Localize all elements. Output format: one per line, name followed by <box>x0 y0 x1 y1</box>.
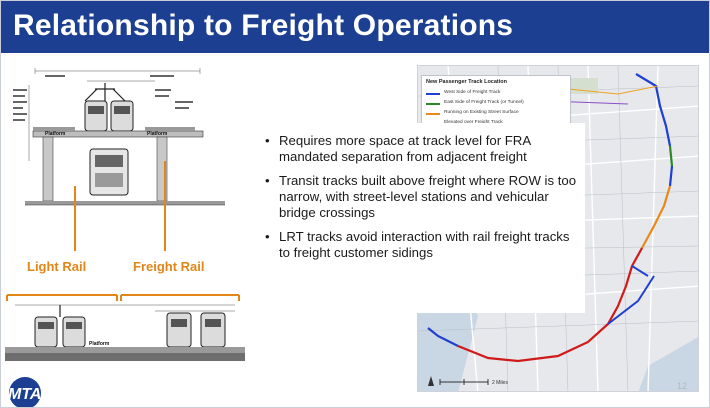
map-scale-label: 2 Miles <box>492 380 508 386</box>
platform-label-lower: Platform <box>89 341 110 347</box>
north-arrow-icon <box>428 376 434 386</box>
mta-logo-text: MTA <box>8 386 41 403</box>
mta-logo: MTA <box>8 377 41 407</box>
bullet-panel: Requires more space at track level for F… <box>255 123 585 313</box>
legend-item: West Side of Freight Track <box>426 90 570 99</box>
legend-swatch <box>426 93 440 95</box>
legend-item-label: West Side of Freight Track <box>444 90 501 95</box>
legend-title: New Passenger Track Location <box>426 79 508 85</box>
legend-item-label: Elevated over Freight Track <box>444 120 503 125</box>
title-bar: Relationship to Freight Operations <box>1 1 709 53</box>
legend-item: Running on Existing Street Surface <box>426 110 570 119</box>
bullet-list: Requires more space at track level for F… <box>265 133 580 269</box>
platform-label-upper-right: Platform <box>147 131 168 137</box>
slide-title: Relationship to Freight Operations <box>13 9 514 42</box>
cross-section-drawing: Platform Platform <box>5 68 245 361</box>
page-number: 12 <box>677 381 688 391</box>
bullet-item: Transit tracks built above freight where… <box>265 173 580 221</box>
legend-swatch <box>426 113 440 115</box>
bullet-item: Requires more space at track level for F… <box>265 133 580 165</box>
legend-item: East Side of Freight Track (or Tunnel) <box>426 100 570 109</box>
light-rail-label: Light Rail <box>27 259 87 274</box>
legend-swatch <box>426 103 440 105</box>
freight-rail-label: Freight Rail <box>133 259 205 274</box>
legend-item-label: East Side of Freight Track (or Tunnel) <box>444 100 524 105</box>
bullet-item: LRT tracks avoid interaction with rail f… <box>265 229 580 261</box>
legend-item-label: Running on Existing Street Surface <box>444 110 519 115</box>
platform-label-upper-left: Platform <box>45 131 66 137</box>
